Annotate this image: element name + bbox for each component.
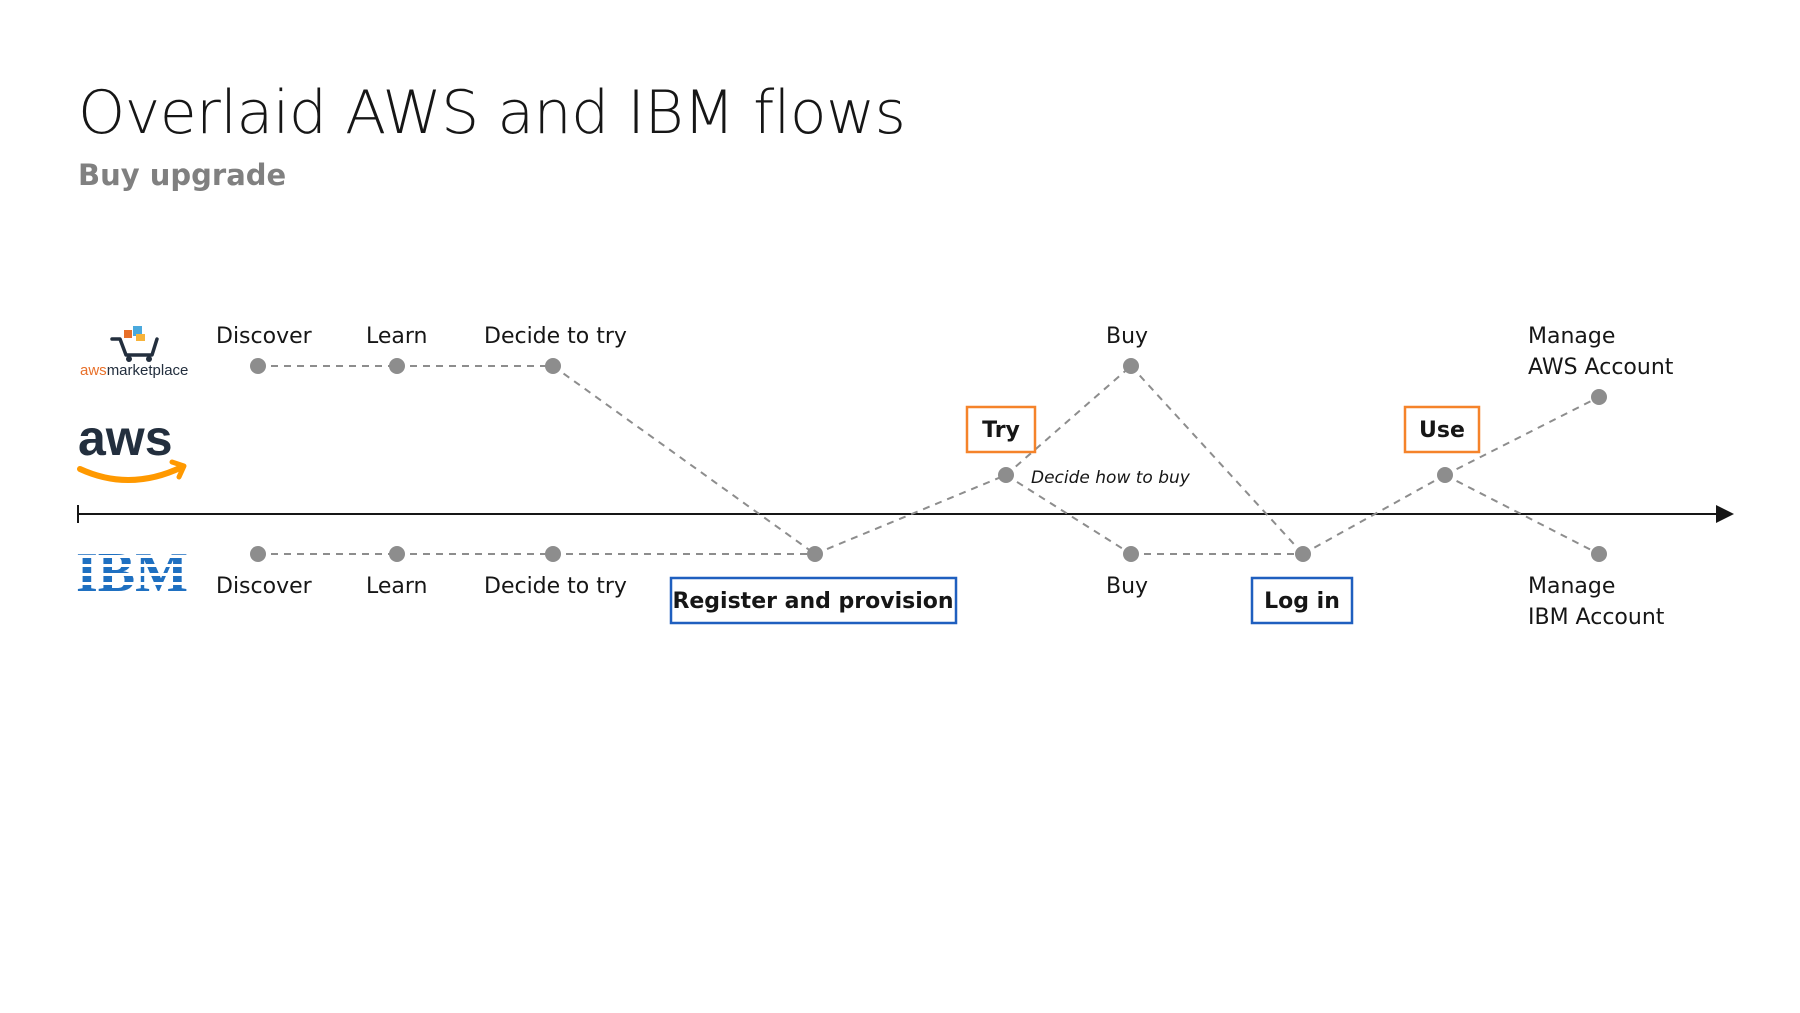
page-title: Overlaid AWS and IBM flows [78,78,906,148]
aws-buy-label: Buy [1106,324,1148,349]
decide-how-to-buy-node [998,467,1014,483]
connector-register-decide-how [814,474,1007,555]
ibm-manage-node [1591,546,1607,562]
aws-manage-label-line2: AWS Account [1528,355,1674,380]
register-node [807,546,823,562]
aws-manage-label-line1: Manage [1528,324,1615,349]
aws-marketplace-logo: awsmarketplace [80,326,188,379]
use-node [1437,467,1453,483]
connector-use-aws-manage [1444,396,1600,476]
timeline-arrowhead [1716,505,1734,523]
connector-aws-buy-login [1130,365,1304,555]
aws-logo-text: aws [78,410,173,466]
aws-marketplace-prefix: aws [80,362,107,379]
aws-marketplace-suffix: marketplace [107,362,189,379]
ibm-discover-label: Discover [216,574,313,599]
decide-how-to-buy-label: Decide how to buy [1031,468,1191,488]
aws-manage-node [1591,389,1607,405]
try-box: Try [965,405,1037,454]
login-node [1295,546,1311,562]
try-box-label: Try [982,418,1020,443]
connector-decide-how-aws-buy [1005,365,1132,476]
timeline-axis [77,505,1734,523]
aws-smile-icon [77,464,185,483]
use-box-label: Use [1419,418,1465,443]
aws-learn-label: Learn [366,324,428,349]
ibm-decide-to-try-label: Decide to try [484,574,627,599]
svg-text:awsmarketplace: awsmarketplace [80,362,188,379]
aws-discover-label: Discover [216,324,313,349]
ibm-logo-text: IBM [76,542,188,604]
connector-use-ibm-manage [1444,474,1600,555]
log-in-box: Log in [1250,576,1354,625]
ibm-buy-label: Buy [1106,574,1148,599]
connector-decide-how-ibm-buy [1005,474,1132,555]
page-subtitle: Buy upgrade [78,158,287,192]
shopping-cart-icon [110,326,159,362]
aws-discover-node [250,358,266,374]
ibm-manage-label-line2: IBM Account [1528,605,1665,630]
ibm-decide-to-try-node [545,546,561,562]
ibm-logo: IBM [76,542,188,604]
aws-decide-to-try-label: Decide to try [484,324,627,349]
ibm-discover-node [250,546,266,562]
aws-logo: aws [77,410,187,483]
ibm-buy-node [1123,546,1139,562]
register-and-provision-box: Register and provision [669,576,958,625]
ibm-manage-label-line1: Manage [1528,574,1615,599]
aws-decide-to-try-node [545,358,561,374]
register-and-provision-label: Register and provision [672,589,953,614]
ibm-learn-node [389,546,405,562]
aws-buy-node [1123,358,1139,374]
aws-learn-node [389,358,405,374]
ibm-learn-label: Learn [366,574,428,599]
connector-aws-decide-register [552,365,816,555]
log-in-box-label: Log in [1264,589,1340,614]
aws-arrow-icon [169,459,187,480]
connector-login-use [1302,474,1446,555]
use-box: Use [1403,405,1481,454]
